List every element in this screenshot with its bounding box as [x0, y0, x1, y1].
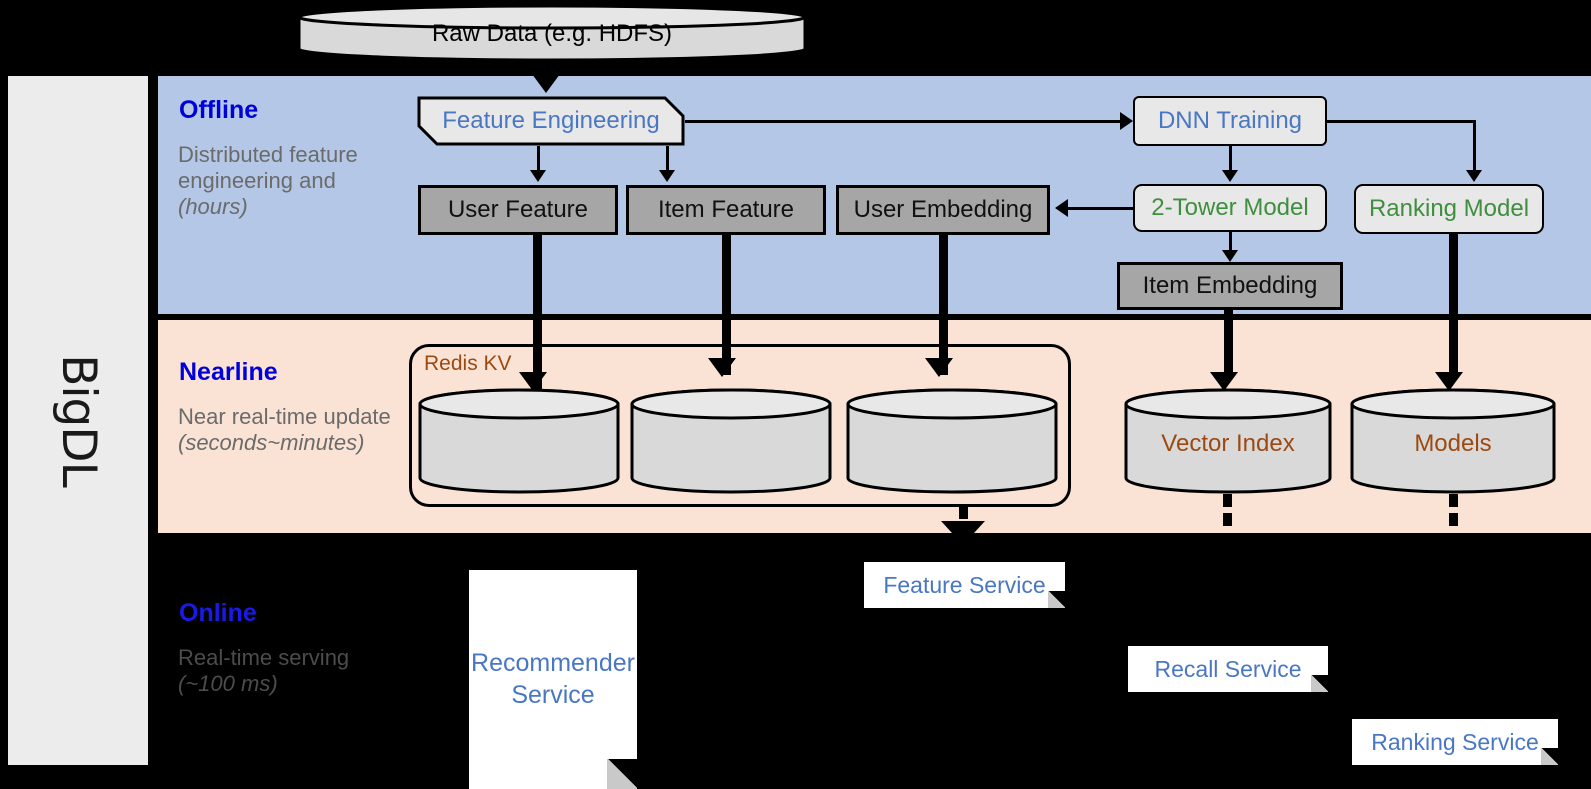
offline-title: Offline — [179, 96, 259, 124]
dnn-training-box[interactable]: DNN Training — [1133, 96, 1327, 146]
bigdl-sidebar: BigDL — [8, 76, 148, 765]
user-embedding-label: User Embedding — [853, 196, 1033, 223]
page-fold-icon — [1541, 748, 1558, 765]
online-subtitle-italic: (~100 ms) — [178, 670, 278, 696]
vector-index-cylinder[interactable] — [1124, 388, 1332, 494]
connector-dnn-ranking-h — [1327, 120, 1475, 123]
arrowhead-pipe-userembedding — [925, 358, 953, 377]
ranking-service-box[interactable]: Ranking Service — [1352, 719, 1558, 765]
pipe-userembedding — [939, 235, 948, 375]
connector-twotower-itemembedding — [1229, 232, 1232, 252]
arrowhead-pipe-userfeature — [519, 372, 547, 391]
dash-redis-featureservice-1 — [959, 506, 968, 519]
arrowhead-pipe-itemembedding — [1210, 372, 1238, 391]
offline-subtitle: Distributed feature engineering and (hou… — [178, 142, 408, 220]
redis-store-3-cylinder[interactable] — [846, 388, 1058, 494]
page-fold-icon — [1311, 675, 1328, 692]
pipe-userfeature — [533, 235, 542, 390]
two-tower-model-label: 2-Tower Model — [1151, 194, 1309, 221]
feature-engineering-shape — [417, 96, 685, 146]
models-cylinder[interactable] — [1350, 388, 1556, 494]
arrowhead-fe-userfeature — [530, 170, 546, 182]
item-embedding-label: Item Embedding — [1142, 272, 1318, 299]
connector-dnn-ranking-v — [1473, 120, 1476, 172]
arrowhead-twotower-itemembedding — [1222, 250, 1238, 262]
item-feature-label: Item Feature — [657, 196, 795, 223]
connector-rawdata-fe — [546, 60, 555, 78]
redis-kv-container — [409, 344, 1071, 507]
models-label: Models — [1414, 430, 1492, 457]
recommender-service-box[interactable]: Recommender Service — [469, 570, 637, 789]
connector-fe-userfeature — [537, 146, 540, 172]
arrowhead-twotower-userembedding — [1055, 199, 1068, 217]
nearline-title: Nearline — [179, 358, 278, 386]
nearline-subtitle-text: Near real-time update — [178, 404, 391, 429]
recall-service-label: Recall Service — [1154, 655, 1302, 682]
bigdl-label: BigDL — [50, 354, 106, 487]
item-embedding-box[interactable]: Item Embedding — [1117, 262, 1343, 310]
offline-subtitle-text: Distributed feature engineering and — [178, 142, 358, 193]
pipe-itemfeature — [722, 235, 731, 375]
raw-data-label: Raw Data (e.g. HDFS) — [431, 20, 673, 47]
dnn-training-label: DNN Training — [1157, 107, 1303, 134]
arrowhead-fe-dnn — [1120, 112, 1133, 130]
redis-store-2-cylinder[interactable] — [630, 388, 832, 494]
vector-index-label: Vector Index — [1161, 430, 1295, 457]
online-title: Online — [179, 599, 257, 627]
arrowhead-dnn-ranking — [1466, 170, 1482, 182]
feature-service-box[interactable]: Feature Service — [864, 562, 1065, 608]
dash-vectorindex-1 — [1223, 494, 1232, 507]
dash-models-1 — [1449, 494, 1458, 507]
connector-fe-itemfeature — [666, 146, 669, 172]
feature-engineering-label: Feature Engineering — [442, 107, 660, 134]
pipe-itemembedding — [1224, 310, 1233, 378]
item-feature-box[interactable]: Item Feature — [626, 185, 826, 235]
online-subtitle-text: Real-time serving — [178, 645, 350, 670]
two-tower-model-box[interactable]: 2-Tower Model — [1133, 184, 1327, 232]
nearline-subtitle-italic: (seconds~minutes) — [178, 429, 365, 455]
recommender-service-label: Recommender Service — [471, 649, 635, 709]
arrowhead-pipe-itemfeature — [708, 358, 736, 377]
nearline-subtitle: Near real-time update (seconds~minutes) — [178, 404, 408, 456]
arrowhead-rawdata-fe — [532, 74, 560, 93]
raw-data-cylinder — [296, 4, 808, 62]
redis-kv-label: Redis KV — [424, 352, 512, 375]
ranking-model-label: Ranking Model — [1368, 195, 1530, 222]
dash-models-2 — [1449, 513, 1458, 526]
connector-dnn-twotower — [1229, 146, 1232, 172]
feature-engineering-box[interactable]: Feature Engineering — [417, 96, 685, 146]
arrowhead-pipe-rankingmodel — [1435, 372, 1463, 391]
feature-service-label: Feature Service — [883, 571, 1046, 598]
connector-fe-dnn — [685, 120, 1120, 123]
connector-twotower-userembedding — [1068, 207, 1134, 210]
pipe-rankingmodel — [1449, 234, 1458, 378]
user-feature-box[interactable]: User Feature — [418, 185, 618, 235]
ranking-service-label: Ranking Service — [1371, 728, 1539, 755]
page-fold-icon — [607, 759, 637, 789]
user-embedding-box[interactable]: User Embedding — [836, 185, 1050, 235]
redis-store-1-cylinder[interactable] — [418, 388, 620, 494]
offline-subtitle-italic: (hours) — [178, 193, 248, 219]
page-fold-icon — [1048, 591, 1065, 608]
user-feature-label: User Feature — [447, 196, 589, 223]
dash-vectorindex-2 — [1223, 513, 1232, 526]
arrowhead-redis-featureservice — [941, 521, 985, 545]
ranking-model-box[interactable]: Ranking Model — [1354, 184, 1544, 234]
recall-service-box[interactable]: Recall Service — [1128, 646, 1328, 692]
online-subtitle: Real-time serving (~100 ms) — [178, 645, 408, 697]
arrowhead-fe-itemfeature — [659, 170, 675, 182]
arrowhead-dnn-twotower — [1222, 170, 1238, 182]
